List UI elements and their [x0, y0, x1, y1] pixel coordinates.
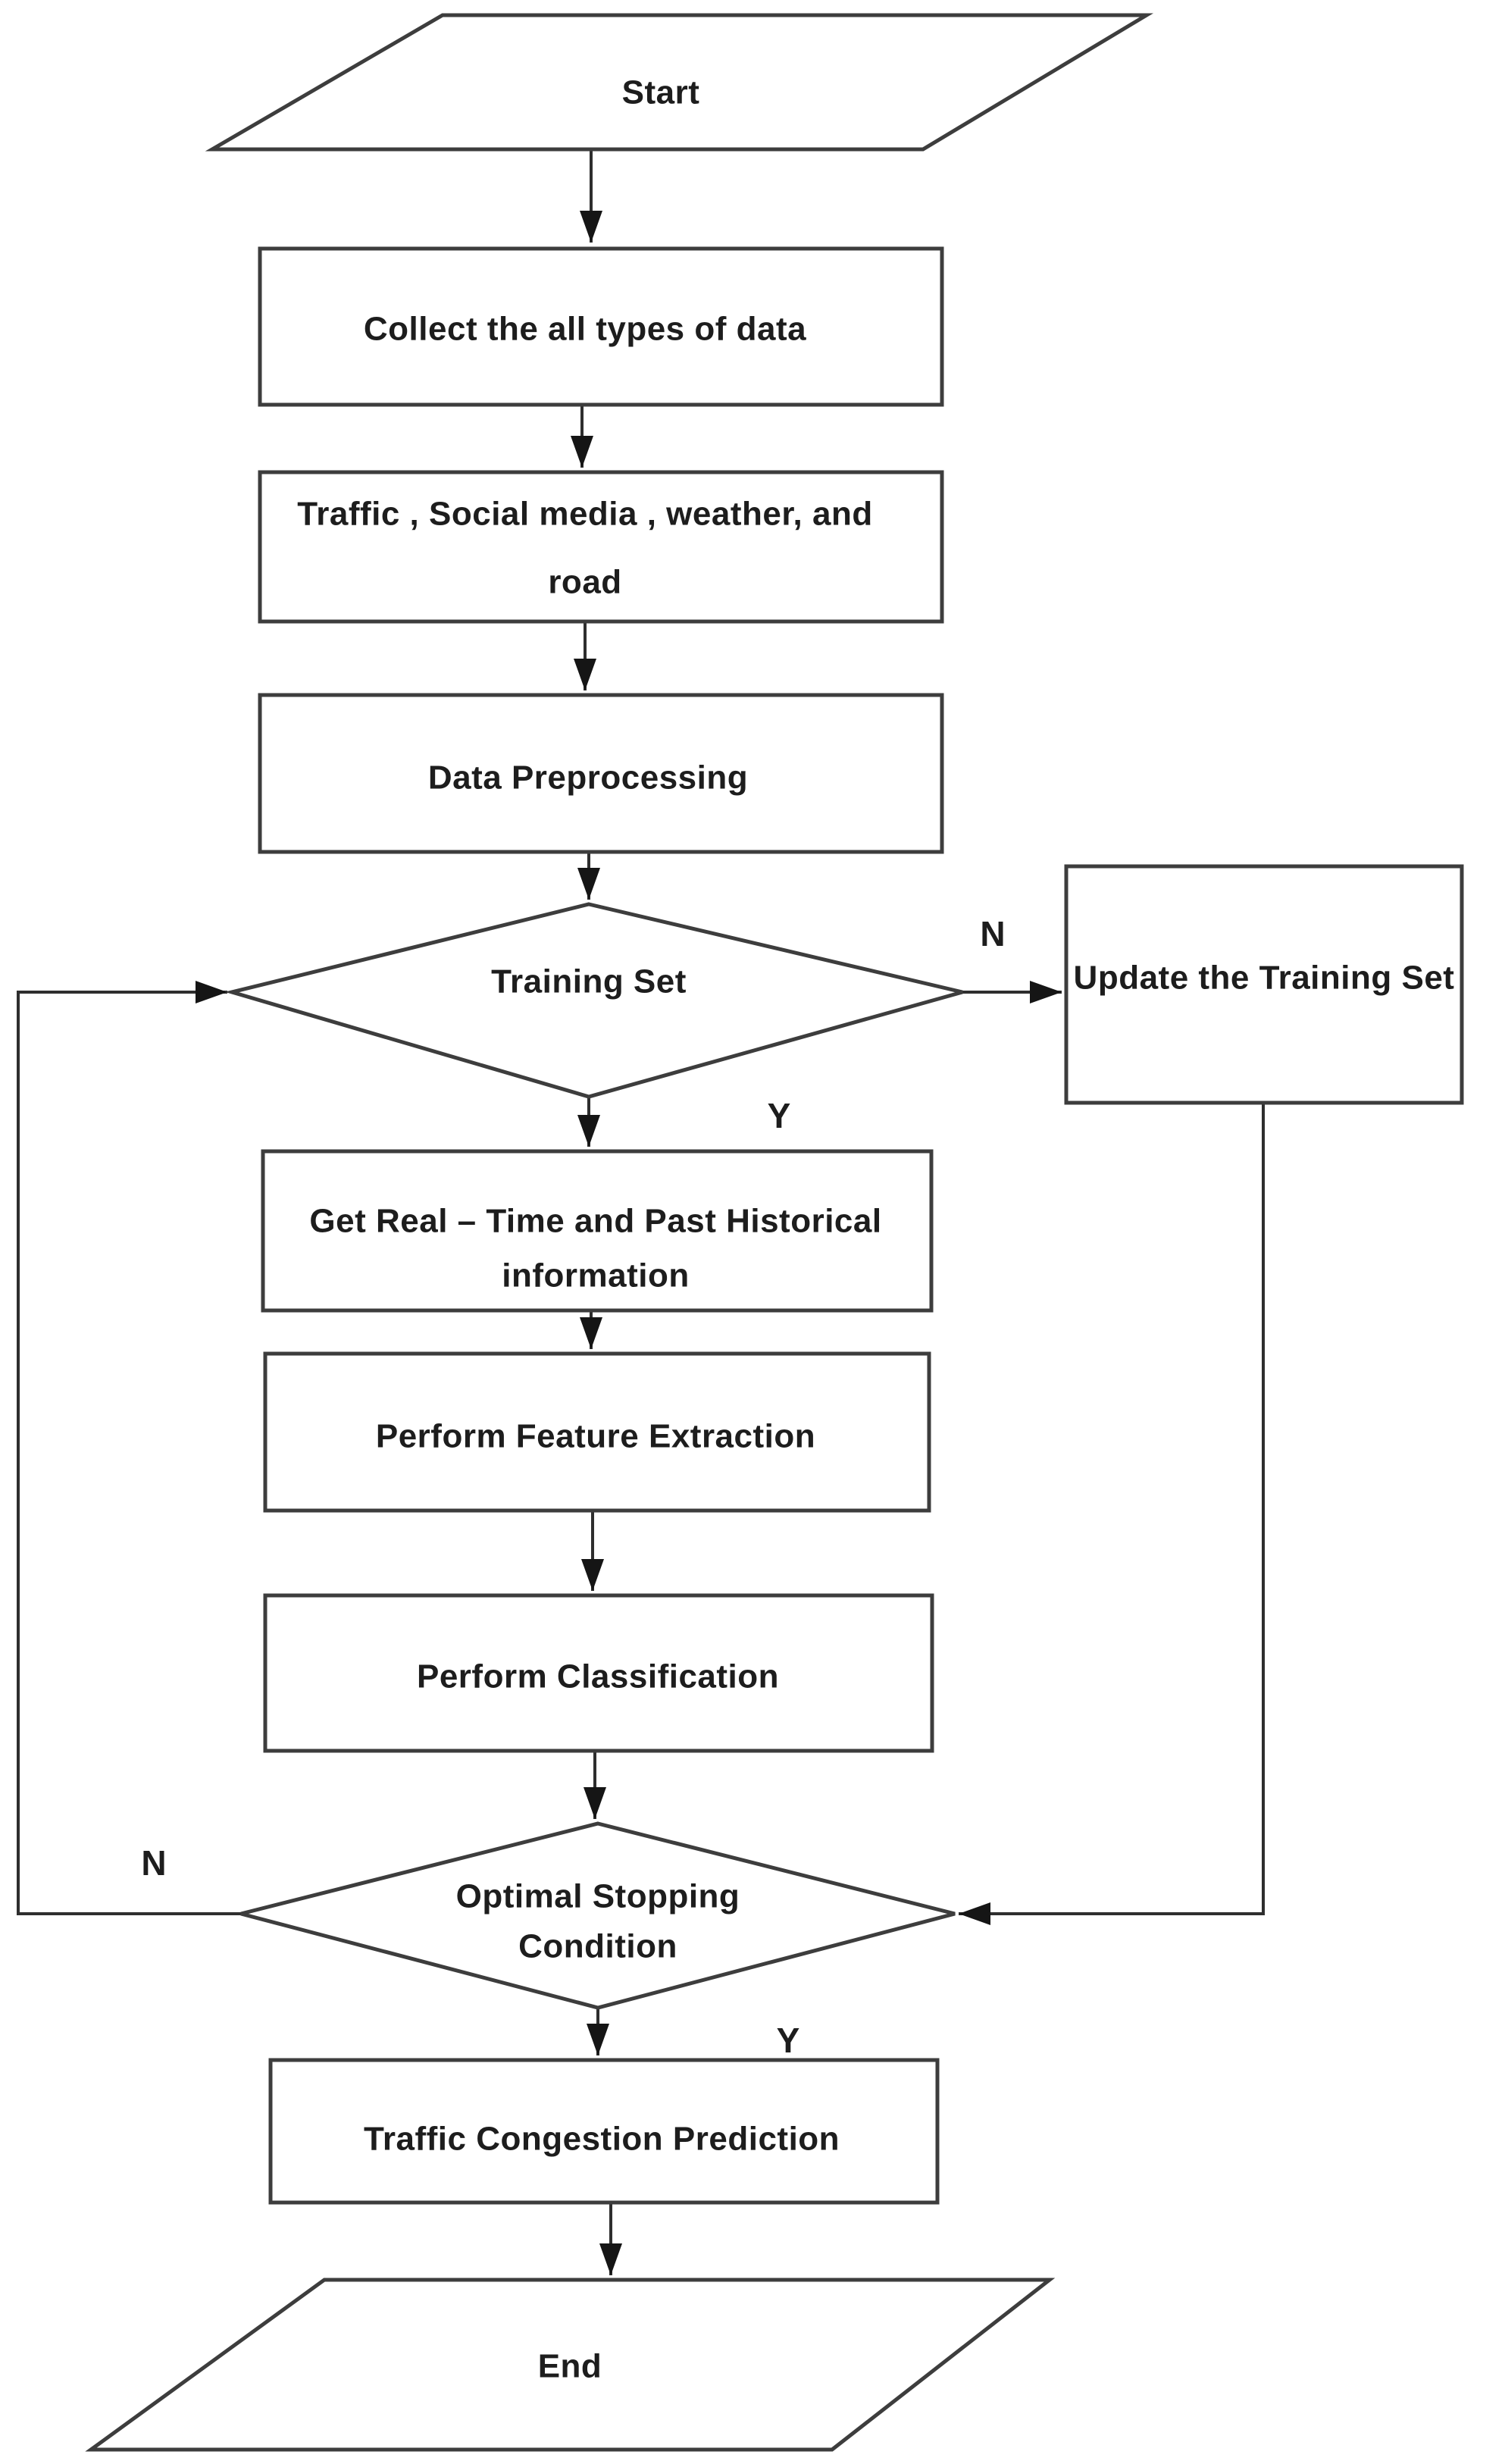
node-data-preprocessing: Data Preprocessing	[258, 693, 944, 854]
data-sources-rect	[258, 470, 944, 624]
node-get-real-time: Get Real – Time and Past Historical info…	[261, 1149, 934, 1313]
node-data-sources: Traffic , Social media , weather, and ro…	[258, 470, 944, 624]
start-label: Start	[622, 74, 700, 111]
congestion-prediction-label: Traffic Congestion Prediction	[364, 2121, 840, 2158]
collect-data-label: Collect the all types of data	[364, 311, 806, 348]
label-training-yes: Y	[768, 1096, 791, 1135]
label-optimal-yes: Y	[777, 2021, 800, 2060]
get-real-time-label-line1: Get Real – Time and Past Historical	[309, 1203, 881, 1240]
update-training-set-rect	[1064, 864, 1464, 1105]
training-set-label: Training Set	[491, 963, 687, 1000]
end-parallelogram	[85, 2278, 1056, 2452]
collect-data-rect	[258, 246, 944, 407]
start-parallelogram	[205, 13, 1154, 152]
node-optimal-stopping: Optimal Stopping Condition	[240, 1821, 956, 2010]
classification-label: Perform Classification	[417, 1658, 779, 1695]
node-end: End	[85, 2278, 1056, 2452]
node-congestion-prediction: Traffic Congestion Prediction	[268, 2058, 940, 2205]
get-real-time-rect	[261, 1149, 934, 1313]
node-training-set: Training Set	[224, 902, 963, 1099]
node-classification: Perform Classification	[263, 1593, 934, 1753]
update-training-set-label: Update the Training Set	[1074, 960, 1455, 997]
data-sources-label-line2: road	[548, 564, 621, 601]
label-training-no: N	[980, 914, 1005, 953]
training-set-diamond	[224, 902, 963, 1099]
label-optimal-no: N	[141, 1843, 166, 1883]
optimal-stopping-label-line1: Optimal Stopping	[456, 1878, 740, 1915]
feature-extraction-rect	[263, 1351, 931, 1513]
data-preprocessing-rect	[258, 693, 944, 854]
optimal-stopping-diamond	[240, 1821, 956, 2010]
end-label: End	[538, 2348, 602, 2385]
node-update-training-set: Update the Training Set	[1064, 864, 1464, 1105]
feature-extraction-label: Perform Feature Extraction	[376, 1418, 815, 1455]
get-real-time-label-line2: information	[502, 1257, 689, 1295]
classification-rect	[263, 1593, 934, 1753]
node-feature-extraction: Perform Feature Extraction	[263, 1351, 931, 1513]
data-sources-label-line1: Traffic , Social media , weather, and	[297, 496, 872, 533]
data-preprocessing-label: Data Preprocessing	[428, 759, 748, 797]
optimal-stopping-label-line2: Condition	[518, 1928, 677, 1965]
node-collect-data: Collect the all types of data	[258, 246, 944, 407]
congestion-prediction-rect	[268, 2058, 940, 2205]
node-start: Start	[205, 13, 1154, 152]
edge-update-to-optimal	[959, 1103, 1265, 1925]
edge-optimal-no-loop-to-training	[17, 981, 241, 1915]
